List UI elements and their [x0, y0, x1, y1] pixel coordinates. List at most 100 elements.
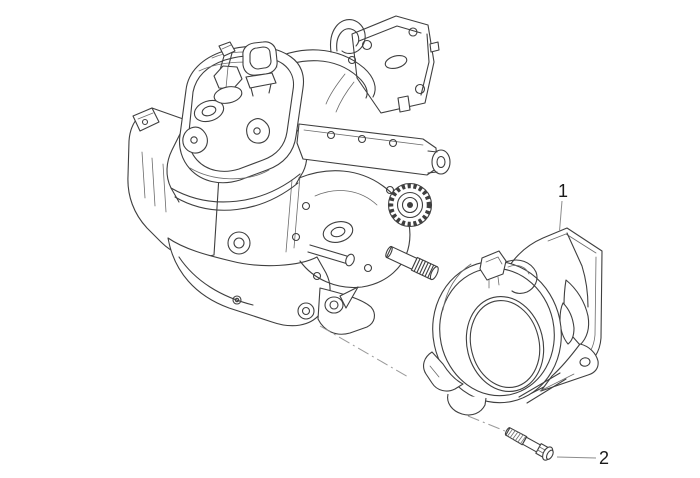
cap-inner [249, 46, 272, 70]
case-boss-hole [233, 237, 245, 249]
stub-spline-ribs [413, 258, 435, 279]
cable-lines [325, 73, 355, 113]
rear-bracket [347, 15, 440, 114]
spark-plug [213, 41, 243, 104]
sprocket-inner [401, 196, 419, 214]
case-bolt [363, 263, 373, 273]
water-pump [322, 221, 354, 243]
lower-mount-arm [297, 286, 376, 335]
shift-shaft-end [345, 253, 355, 267]
case-bolt [312, 271, 322, 281]
part-flange-bolt[interactable] [503, 424, 556, 462]
case-ribs [141, 151, 167, 213]
bracket-bolt [347, 55, 357, 65]
bolt-head-face [545, 449, 554, 460]
oil-filler-boss [193, 99, 225, 123]
assembly-centerline [319, 325, 506, 432]
water-pump-hub [330, 226, 346, 238]
cover-lug-notch [429, 365, 440, 378]
beam-bolt [326, 130, 336, 140]
cap-collar [245, 72, 277, 89]
cover-clamp-tab [479, 250, 507, 281]
clutch-housing-arc [298, 170, 411, 289]
case-bolt [301, 201, 311, 211]
shift-shaft [307, 244, 351, 265]
cover-center-circle [465, 295, 545, 393]
head-flange-line [189, 167, 270, 180]
mount-bushing-hole [436, 155, 446, 169]
bolt-thread-body [505, 427, 528, 446]
callout-2[interactable]: 2 [556, 448, 609, 468]
bolt-thread-ribs [507, 428, 527, 445]
sprocket-hub [407, 202, 413, 208]
callout-2-label[interactable]: 2 [599, 448, 609, 468]
part-flywheel-cover[interactable] [420, 227, 603, 416]
drive-sprocket [387, 182, 433, 228]
hose-loop-inner [336, 28, 360, 52]
plug-hex-facet [225, 66, 229, 89]
mount-beam [296, 123, 451, 176]
arm-eyelet-2 [324, 296, 344, 314]
callout-1-leader-line [559, 200, 563, 232]
cap-neck [250, 83, 272, 97]
centerline-lower-segment [467, 415, 506, 432]
cover-clamp-inner [485, 256, 503, 289]
lower-case-rim [178, 256, 254, 306]
hose-loop-outer [330, 19, 366, 54]
cover-roof-edge [566, 232, 589, 308]
plug-base [213, 86, 243, 104]
sprocket-teeth [388, 183, 432, 227]
arm-eyelet-hole [301, 306, 311, 316]
beam-bolt [388, 138, 398, 148]
cover-hook [505, 259, 538, 294]
arm-fin [339, 286, 359, 309]
plug-stem [219, 52, 233, 71]
engine-assembly [127, 15, 451, 335]
oil-filler-hole [201, 105, 217, 117]
head-ear-left-hole [190, 136, 198, 144]
callout-2-leader-line [556, 456, 597, 459]
bracket-slot [384, 54, 408, 70]
cap-outer [242, 41, 278, 76]
centerline-upper-segment [319, 325, 411, 379]
cover-foot [540, 343, 599, 392]
bracket-inner-line [358, 25, 430, 96]
bracket-hole [408, 27, 418, 37]
bushing-links [427, 150, 438, 174]
head-ear-right [246, 118, 270, 144]
cylinder-head-cover [178, 46, 305, 184]
case-bolt [291, 232, 301, 242]
stub-end-face [429, 266, 439, 281]
case-boss [227, 231, 251, 255]
case-bolt [385, 185, 395, 195]
cover-lug-left [423, 351, 464, 392]
bracket-hole [414, 83, 426, 95]
intake-clamp-line [137, 112, 154, 120]
bracket-stud [397, 41, 440, 113]
head-ear-right-hole [253, 127, 261, 135]
arm-eyelet [297, 302, 315, 320]
plug-cap-line [221, 44, 232, 50]
plug-cap [218, 41, 236, 57]
callout-1[interactable]: 1 [558, 181, 568, 232]
cover-lug-bottom [447, 393, 487, 416]
bracket-plate [351, 15, 435, 114]
cover-window-inner [559, 302, 575, 345]
mount-bushing [431, 149, 451, 175]
callout-1-label[interactable]: 1 [558, 181, 568, 201]
head-cover-inner [187, 55, 295, 172]
crankshaft-stub [385, 245, 439, 281]
cover-foot-hole [579, 357, 591, 367]
beam-inner-line [303, 129, 424, 146]
drain-bolt [232, 295, 242, 305]
arm-eyelet-2-hole [329, 300, 339, 310]
cover-hook-inner [507, 265, 530, 275]
block-bands [170, 173, 301, 211]
cover-roof-inner [547, 233, 597, 254]
cover-bottom-edge [539, 373, 575, 392]
filler-cap [242, 41, 278, 97]
beam-bolt [357, 134, 367, 144]
housing-inner-arc [314, 190, 378, 206]
stub-shaft-base [385, 245, 393, 259]
